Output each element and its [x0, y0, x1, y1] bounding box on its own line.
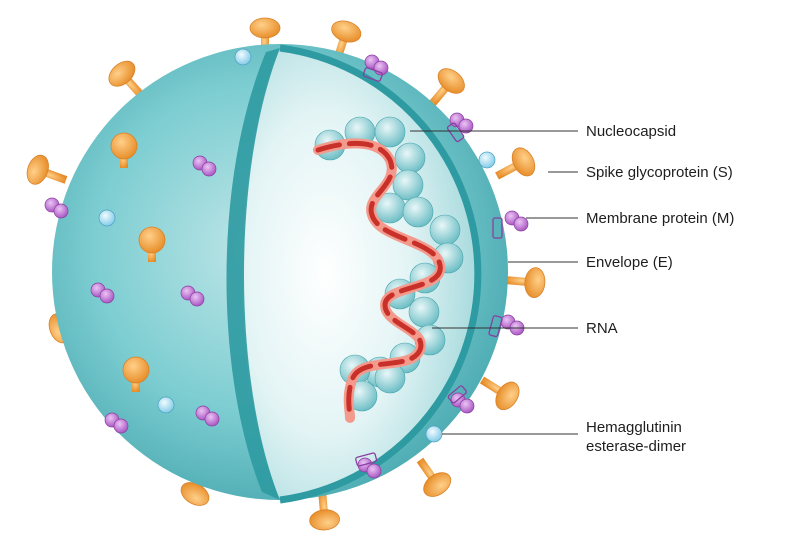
membrane-protein-brackets: [355, 67, 503, 467]
label-rna: RNA: [586, 320, 618, 337]
rna-strand: [313, 138, 446, 423]
label-hemagglutinin-line1: Hemagglutinin: [586, 419, 682, 436]
label-envelope: Envelope (E): [586, 254, 673, 271]
leader-lines: [410, 130, 578, 435]
label-spike-glycoprotein: Spike glycoprotein (S): [586, 164, 733, 181]
label-hemagglutinin-line2: esterase-dimer: [586, 438, 686, 455]
shell-cut-edge: [226, 48, 280, 500]
label-nucleocapsid: Nucleocapsid: [586, 123, 676, 140]
labels: Nucleocapsid Spike glycoprotein (S) Memb…: [586, 123, 734, 455]
hemagglutinin-esterase-dimers: [98, 48, 496, 443]
label-membrane-protein: Membrane protein (M): [586, 210, 734, 227]
